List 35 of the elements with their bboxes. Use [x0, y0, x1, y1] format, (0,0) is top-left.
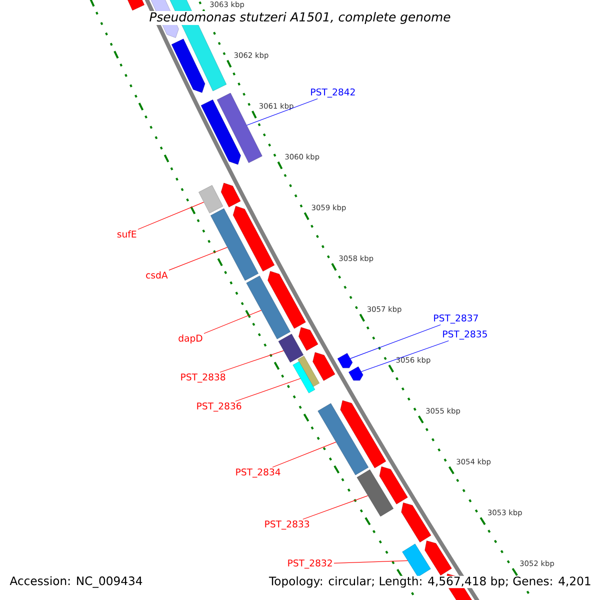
gene-label: PST_2837: [434, 314, 478, 324]
gene-bar: [292, 361, 316, 394]
gene-label: PST_2833: [265, 520, 310, 530]
leader-line: [302, 495, 368, 520]
gene-bar: [198, 185, 224, 214]
leader-line: [246, 98, 318, 126]
gene-label: PST_2836: [197, 402, 242, 412]
leader-line: [138, 202, 204, 230]
gene-label: csdA: [146, 271, 168, 279]
leader-line: [204, 310, 262, 334]
leader-line: [272, 442, 336, 468]
gene-label: PST_2832: [288, 559, 332, 569]
gene-bar: [356, 469, 394, 517]
leader-line: [168, 247, 228, 270]
summary-text: Topology: circular; Length: 4,567,418 bp; Genes: 4,201: [268, 576, 592, 588]
leader-line: [220, 350, 284, 373]
gene-label: PST_2838: [181, 373, 226, 383]
gene-label: sufE: [117, 230, 136, 238]
gene-block: [348, 366, 364, 381]
gene-bar: [210, 208, 258, 281]
gene-bar: [278, 334, 304, 362]
gene-block: [337, 353, 353, 368]
title: Pseudomonas stutzeri A1501, complete genome: [148, 11, 452, 25]
gene-bar: [318, 403, 369, 476]
gene-bar: [402, 544, 431, 577]
gene-label: PST_2842: [311, 88, 355, 98]
leader-line: [361, 340, 449, 372]
gene-label: PST_2835: [443, 330, 487, 340]
gene-label: PST_2834: [236, 468, 280, 478]
leader-line: [235, 378, 301, 402]
accession-text: Accession: NC_009434: [9, 576, 144, 588]
gene-bar: [246, 276, 290, 340]
leader-line: [350, 324, 441, 359]
leader-line: [334, 560, 408, 564]
gene-label: dapD: [178, 334, 202, 344]
